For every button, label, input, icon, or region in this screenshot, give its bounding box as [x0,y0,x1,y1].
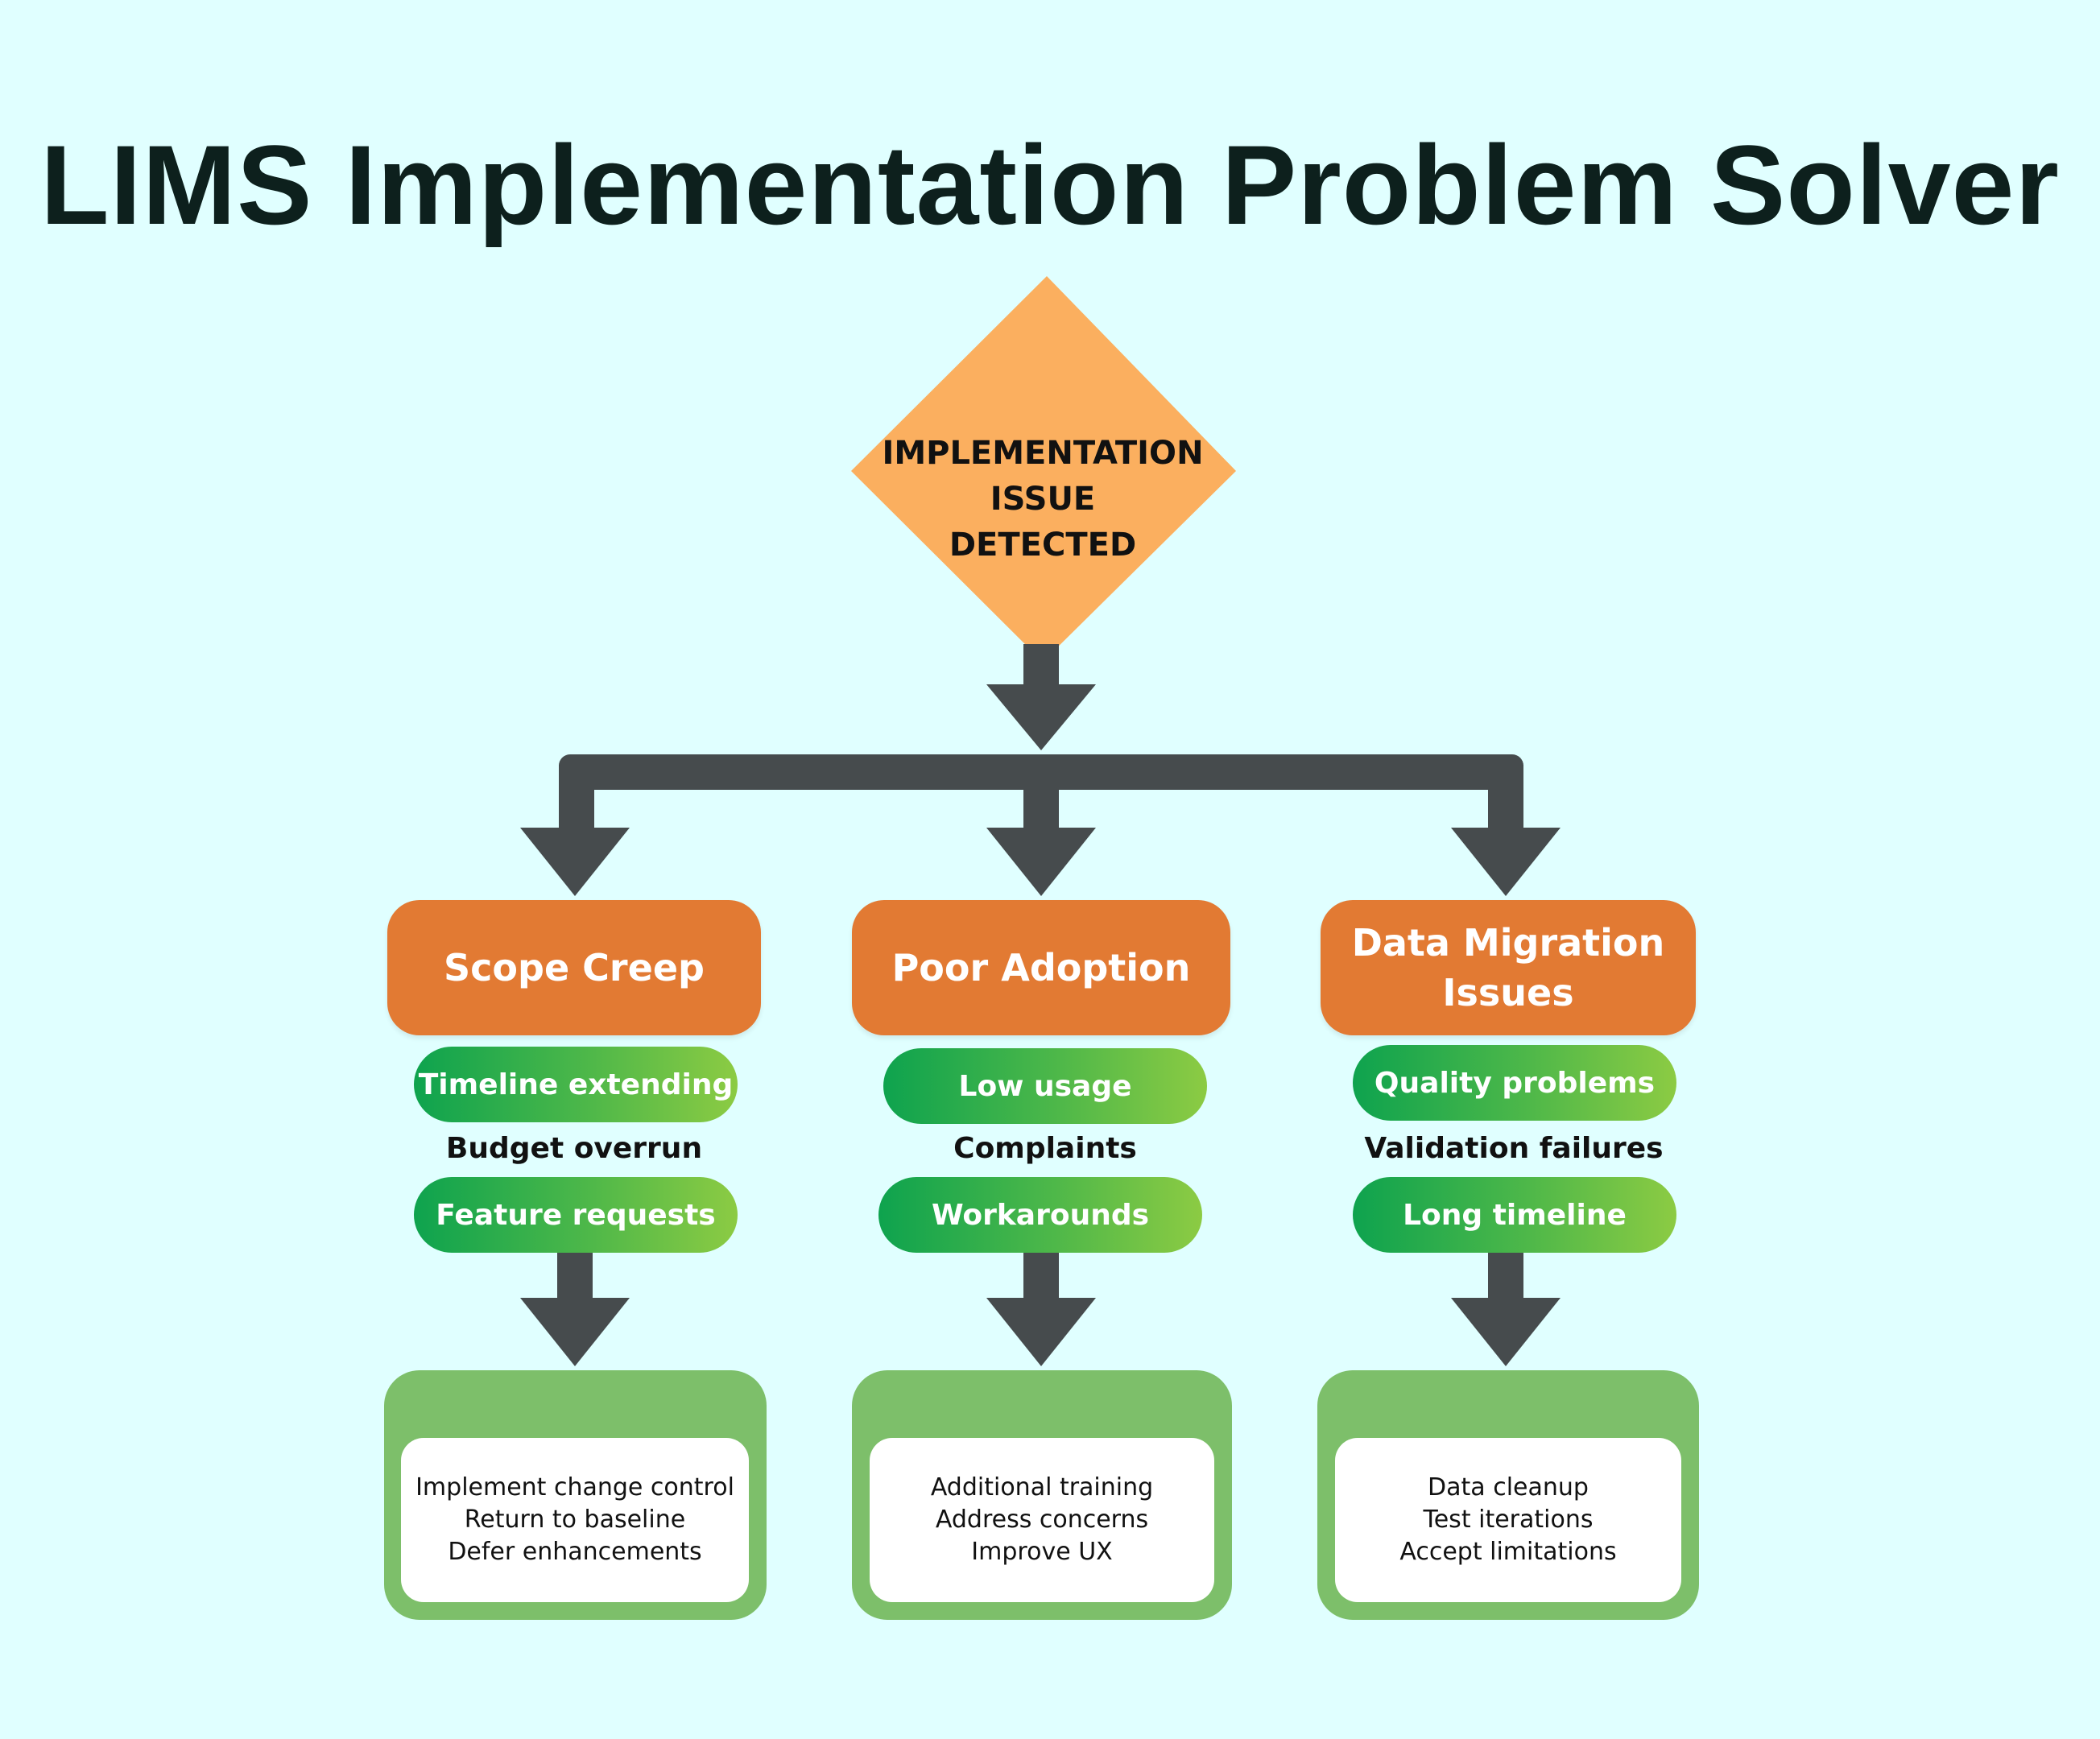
symptom-pill: Long timeline [1353,1177,1676,1253]
symptom-pill: Timeline extending [414,1047,738,1122]
page-title: LIMS Implementation Problem Solver [40,122,2060,248]
solution-item: Defer enhancements [448,1538,702,1566]
connector-drop-left [559,765,594,837]
solution-box: Implement change control Return to basel… [401,1438,749,1602]
solution-item: Address concerns [935,1506,1149,1534]
decision-label: IMPLEMENTATION ISSUE DETECTED [854,419,1232,580]
category-poor-adoption: Poor Adoption [852,900,1230,1035]
symptom-text: Validation failures [1364,1132,1664,1165]
symptom-text: Complaints [953,1132,1137,1165]
symptom-pill: Workarounds [878,1177,1202,1253]
solution-box: Data cleanup Test iterations Accept limi… [1335,1438,1681,1602]
decision-diamond [851,276,1236,662]
symptom-text: Budget overrun [445,1132,703,1165]
connector-arrowhead-left [520,828,630,896]
connector-arrowhead-main [986,684,1096,750]
connector-branch-bar [559,754,1523,790]
solution-item: Additional training [930,1473,1154,1501]
category-scope-creep: Scope Creep [387,900,761,1035]
connector-arrowhead-center [986,828,1096,896]
decision-line: ISSUE [990,480,1096,518]
solution-frame: Implement change control Return to basel… [384,1370,767,1620]
solution-frame: Additional training Address concerns Imp… [852,1370,1232,1620]
symptom-pill: Feature requests [414,1177,738,1253]
solution-item: Accept limitations [1399,1538,1617,1566]
symptom-pill: Quality problems [1353,1045,1676,1121]
connector-lower-arrowhead-left [520,1298,630,1366]
solution-item: Improve UX [971,1538,1113,1566]
decision-line: IMPLEMENTATION [882,434,1204,472]
solution-frame: Data cleanup Test iterations Accept limi… [1317,1370,1699,1620]
connector-lower-arrowhead-center [986,1298,1096,1366]
solution-item: Data cleanup [1428,1473,1589,1501]
decision-line: DETECTED [949,526,1137,564]
symptom-pill: Low usage [883,1048,1207,1124]
solution-item: Implement change control [415,1473,734,1501]
connector-drop-center [1023,773,1059,837]
solution-item: Test iterations [1423,1506,1594,1534]
category-data-migration-issues: Data Migration Issues [1321,900,1696,1035]
connector-arrowhead-right [1451,828,1561,896]
connector-drop-right [1488,765,1523,837]
solution-box: Additional training Address concerns Imp… [870,1438,1214,1602]
connector-lower-arrowhead-right [1451,1298,1561,1366]
solution-item: Return to baseline [464,1506,686,1534]
